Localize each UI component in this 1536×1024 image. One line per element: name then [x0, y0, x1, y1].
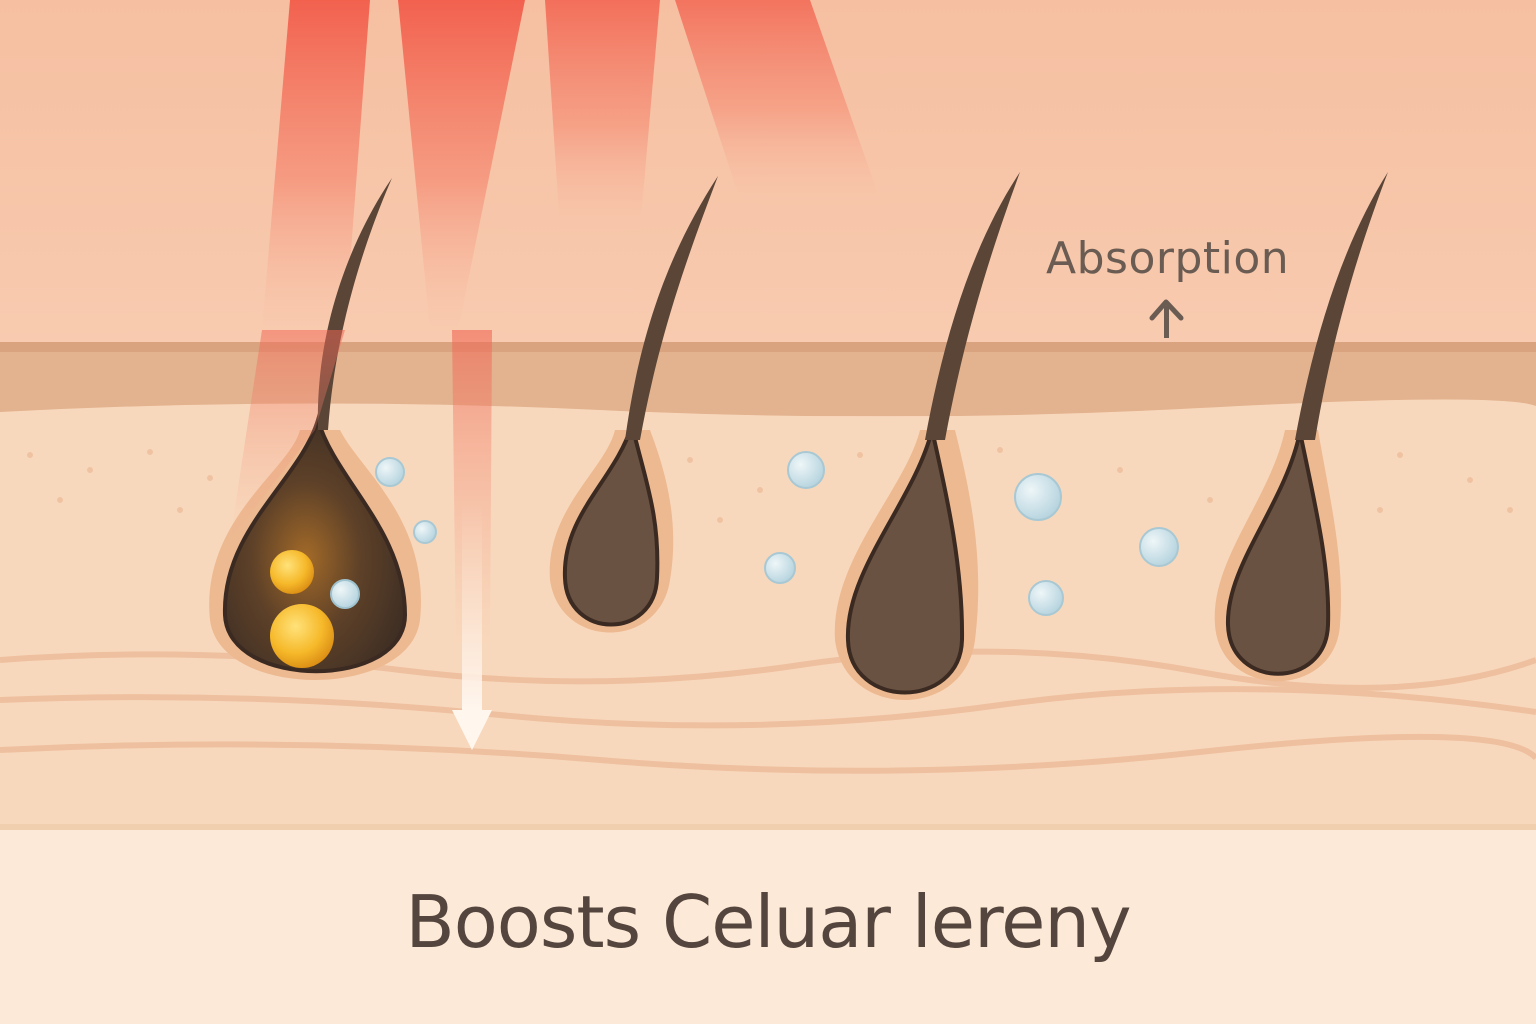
caption-panel [0, 830, 1536, 1024]
dermis-texture [27, 447, 1513, 523]
absorption-label: Absorption [1046, 233, 1290, 284]
nutrient-orb [270, 604, 334, 668]
water-droplets [375, 451, 1179, 616]
caption: Boosts Celuar lereny [405, 880, 1131, 964]
follicle-active [222, 178, 408, 674]
absorption-arrow-icon [1149, 299, 1184, 338]
hair-follicle [1225, 172, 1388, 676]
penetration-arrow [452, 500, 492, 750]
light-beams [262, 0, 880, 330]
nutrient-orb [270, 550, 314, 594]
hair-follicle [562, 176, 718, 627]
hair-follicle [845, 172, 1020, 695]
